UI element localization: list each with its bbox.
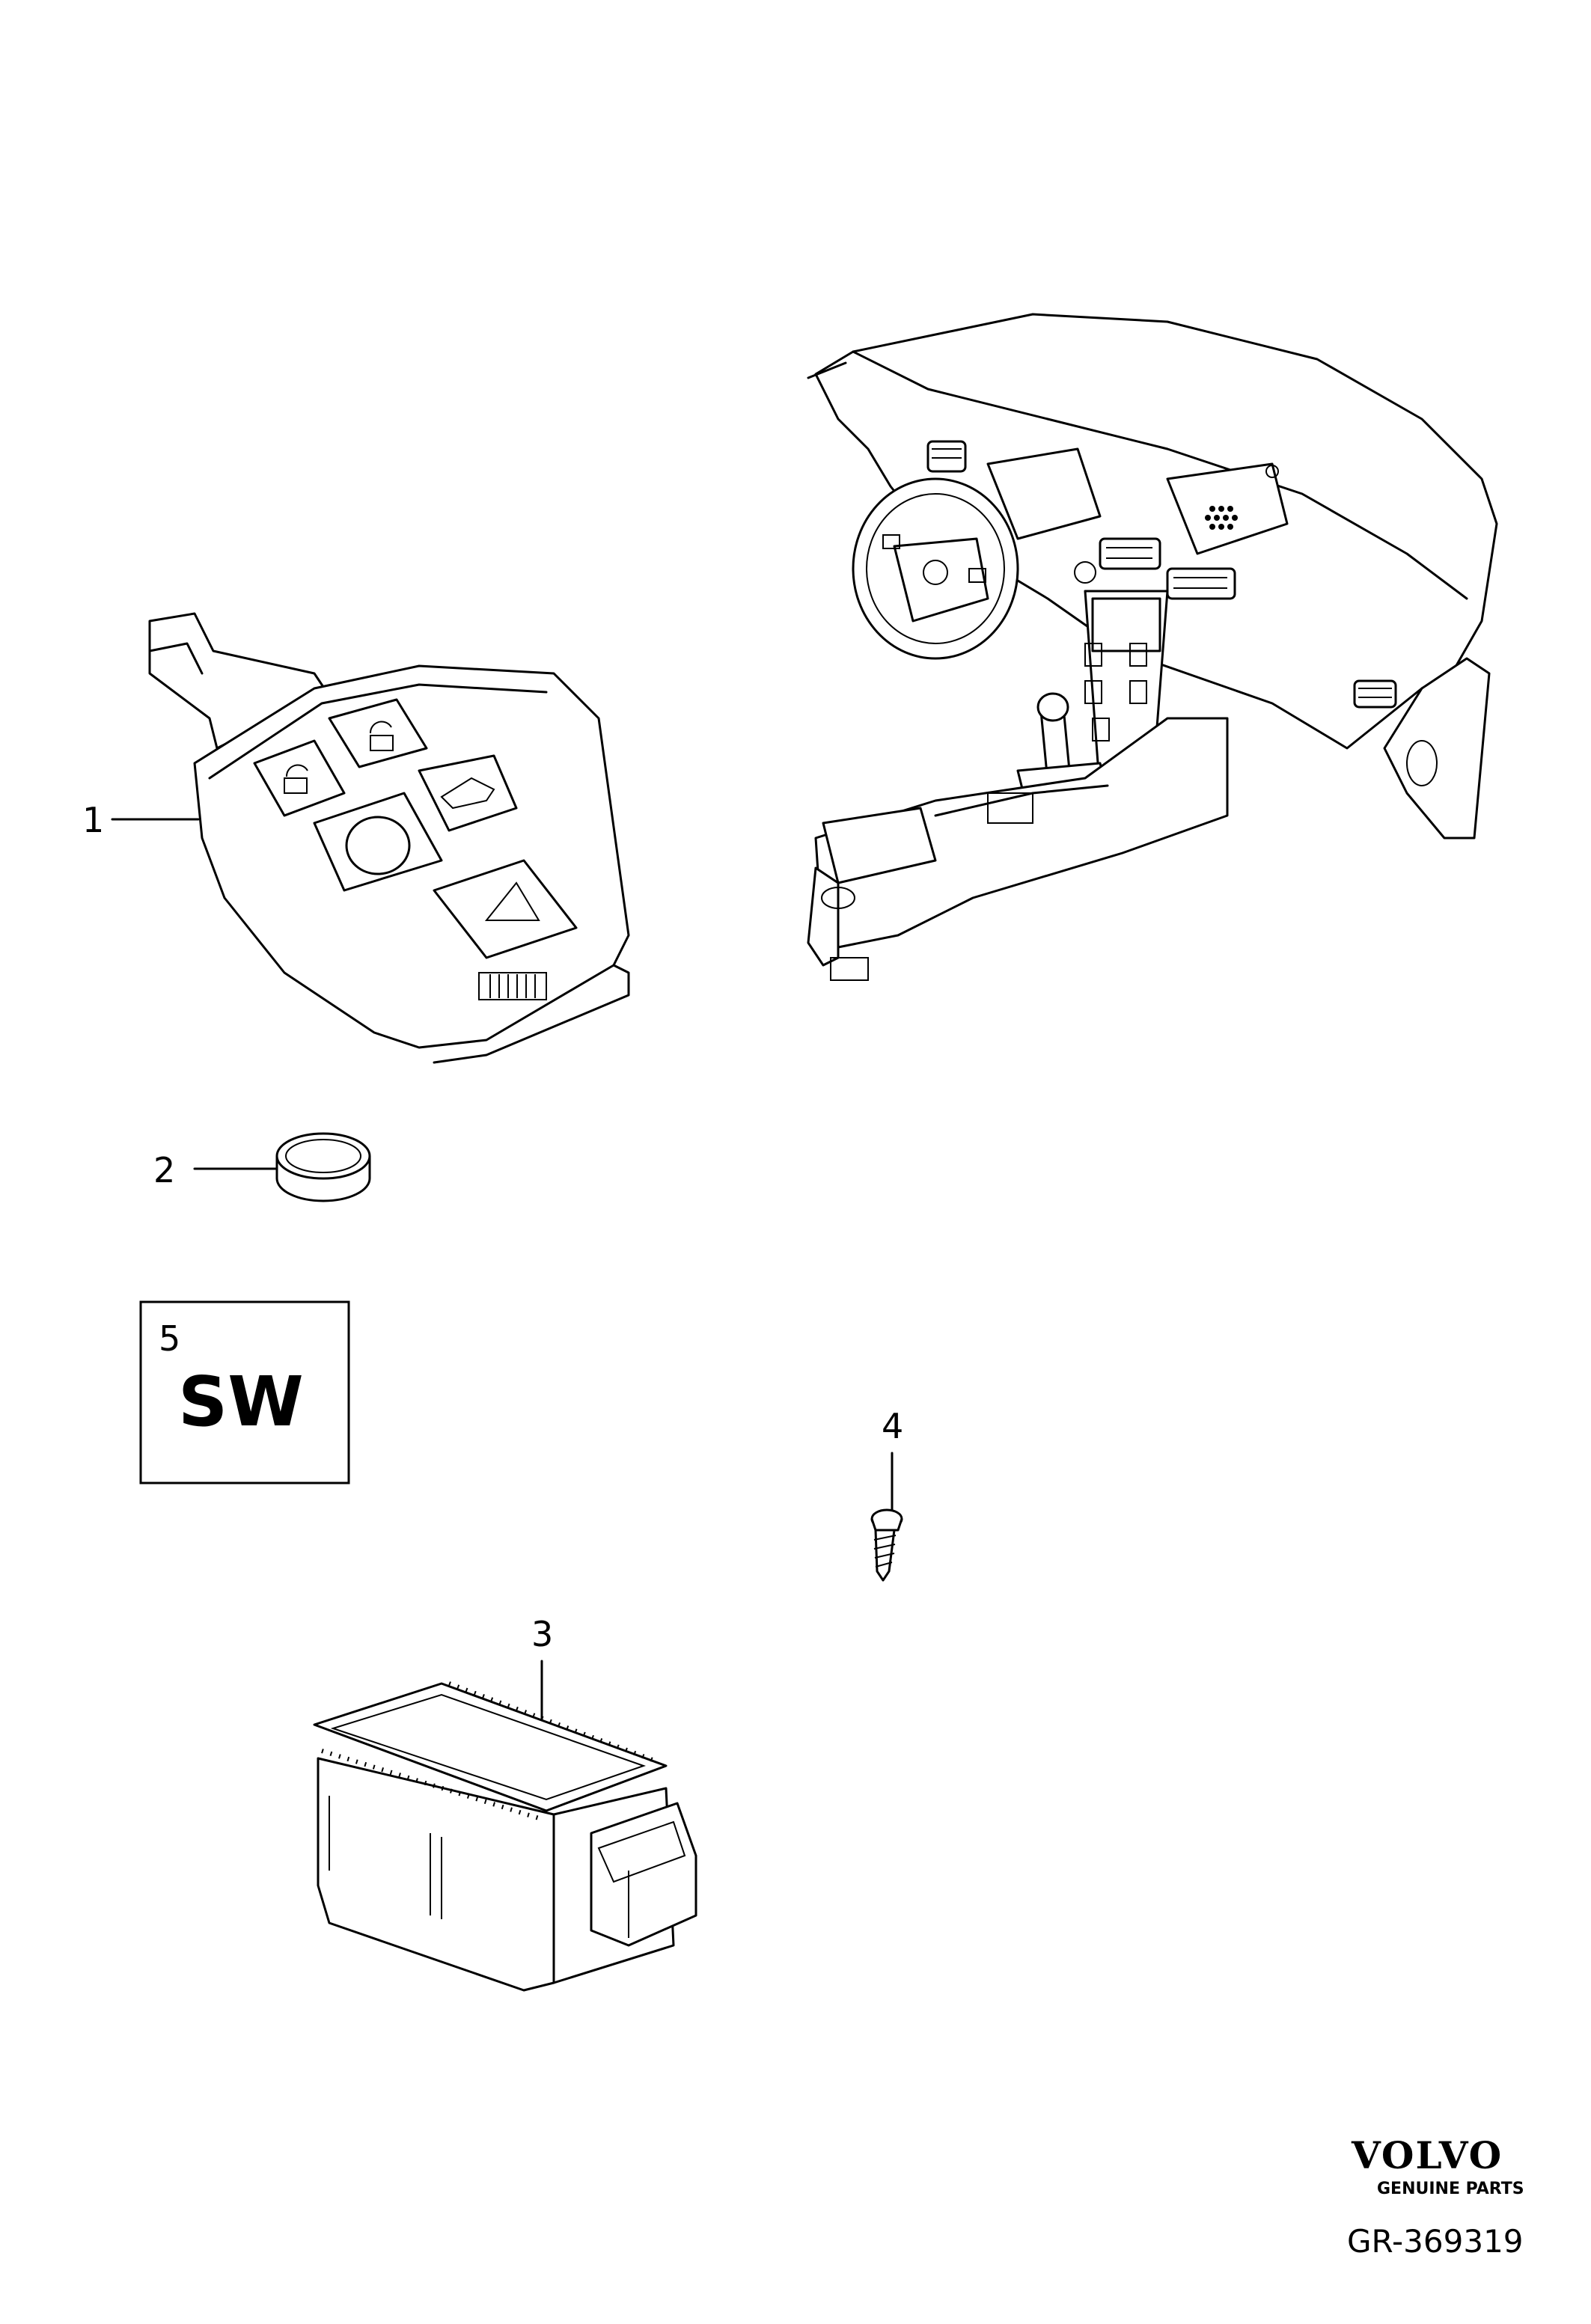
sw-label: SW — [178, 1362, 304, 1442]
callout-4: 4 — [882, 1406, 903, 1446]
control-module-illustration — [313, 1681, 697, 1992]
approach-light-button-icon — [433, 859, 578, 959]
callout-1: 1 — [82, 800, 104, 840]
callout-3: 3 — [531, 1614, 553, 1654]
panic-button-icon — [313, 792, 443, 892]
brand-tagline: GENUINE PARTS — [1377, 2180, 1524, 2198]
speaker-grille-icon — [1205, 506, 1238, 530]
remote-key-fob-illustration — [148, 612, 630, 1064]
trunk-button-icon — [418, 754, 518, 832]
steering-wheel-illustration — [852, 477, 1019, 660]
fob-grip-ridges — [478, 972, 547, 1000]
software-box: 5 SW — [139, 1300, 350, 1484]
volvo-genuine-parts-logo: VOLVO GENUINE PARTS — [1351, 2133, 1524, 2198]
lock-button-icon — [253, 739, 346, 817]
diagram-reference: GR-369319 — [1347, 2223, 1524, 2260]
unlock-button-icon — [328, 698, 428, 768]
screw-illustration — [870, 1508, 903, 1582]
callout-2: 2 — [153, 1150, 175, 1190]
brand-name: VOLVO — [1351, 2133, 1503, 2177]
coin-battery-illustration — [275, 1132, 371, 1202]
dashboard-illustration — [807, 313, 1498, 981]
callout-5: 5 — [159, 1318, 180, 1359]
